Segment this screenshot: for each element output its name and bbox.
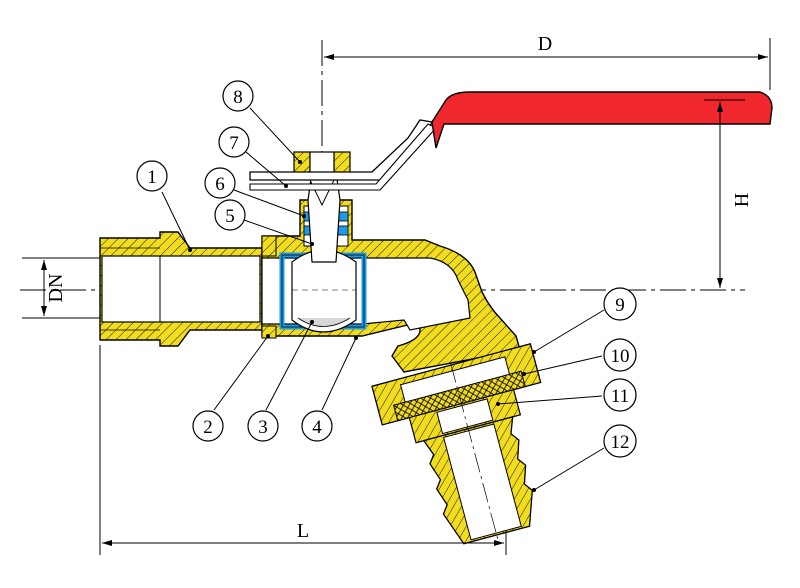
callout-9-label: 9: [615, 295, 625, 316]
callout-6-label: 6: [215, 174, 225, 195]
dimension-d: D: [321, 33, 771, 90]
dimension-h-label: H: [731, 193, 753, 207]
callout-5-circle: [214, 199, 246, 231]
callout-12-circle: [603, 424, 637, 458]
callout-7-label: 7: [229, 133, 239, 154]
callout-1-label: 1: [147, 167, 157, 188]
callout-5-label: 5: [225, 206, 235, 227]
lever-handle: [249, 91, 773, 191]
callout-11-label: 11: [611, 386, 629, 407]
dimension-dn-label: DN: [45, 274, 67, 303]
callout-3-label: 3: [258, 417, 268, 438]
callout-12-label: 12: [611, 432, 630, 453]
callout-1-circle: [136, 160, 168, 192]
callout-6-circle: [204, 167, 236, 199]
callout-3-circle: [247, 410, 279, 442]
callout-9-circle: [603, 287, 637, 321]
callouts: 1 2 3 4 5 6 7 8: [136, 80, 637, 492]
dimension-l: L: [99, 345, 507, 555]
callout-11-circle: [603, 378, 637, 412]
outlet-assembly: [371, 342, 542, 545]
callout-8-label: 8: [233, 87, 243, 108]
callout-4-circle: [301, 410, 333, 442]
dimension-h: H: [704, 99, 753, 288]
callout-8-circle: [222, 80, 254, 112]
callout-7-circle: [218, 126, 250, 158]
dimension-d-label: D: [538, 33, 552, 55]
callout-10-label: 10: [611, 346, 630, 367]
callout-2-circle: [192, 410, 224, 442]
callout-10-circle: [603, 338, 637, 372]
callout-2-label: 2: [203, 417, 213, 438]
seat-ring: [261, 235, 277, 339]
inlet-connector: [99, 231, 263, 347]
dimension-l-label: L: [297, 520, 309, 542]
callout-4-label: 4: [312, 417, 322, 438]
dimension-dn: DN: [22, 257, 100, 319]
